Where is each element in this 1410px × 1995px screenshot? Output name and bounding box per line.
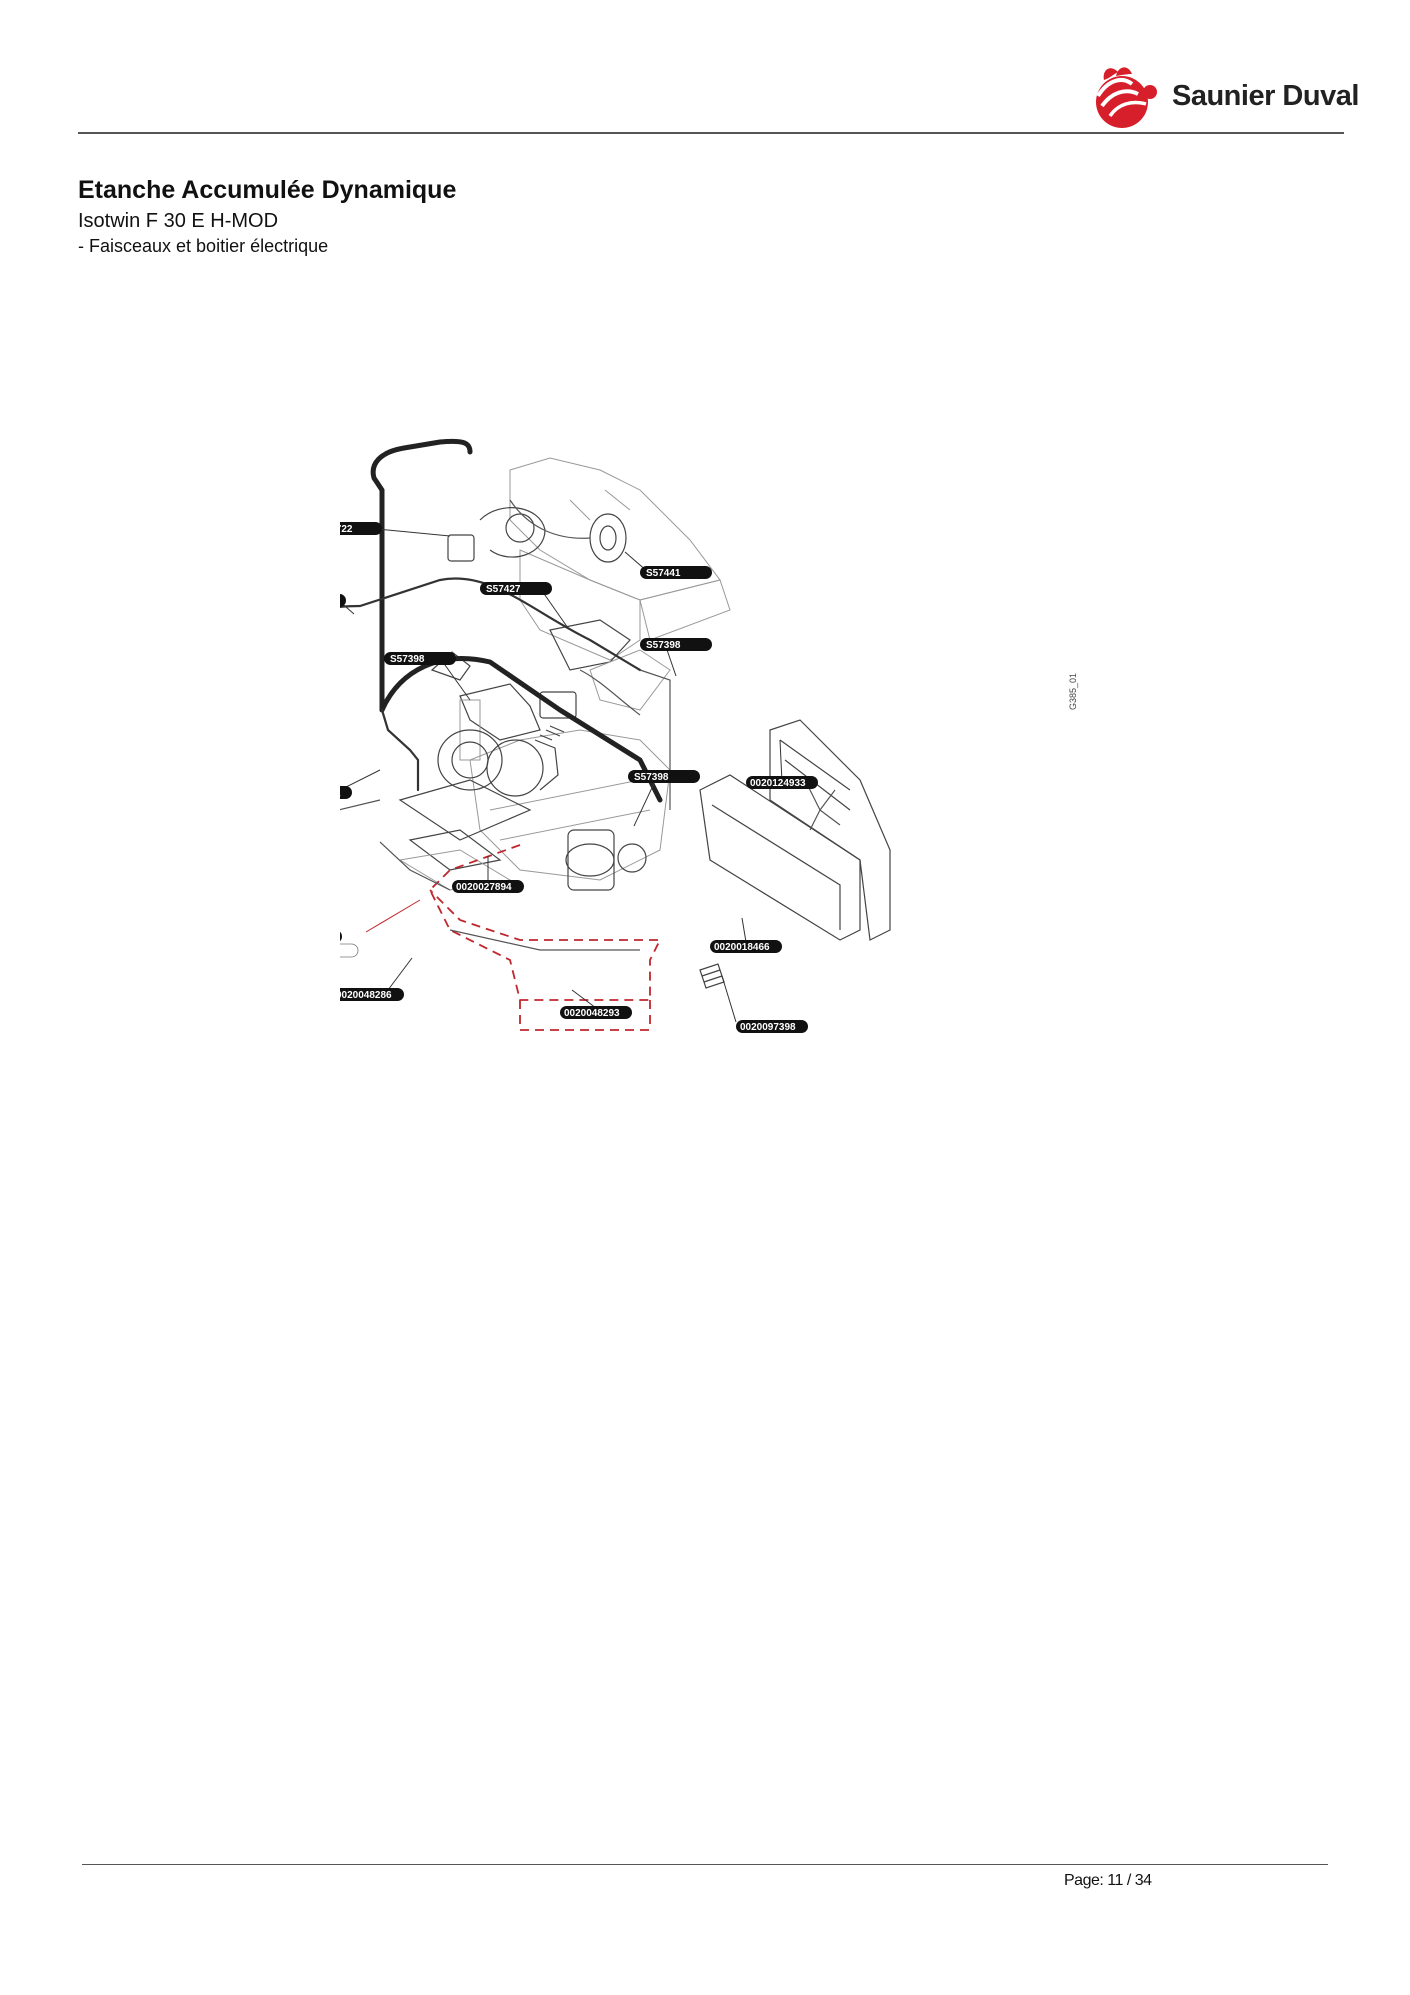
svg-text:S57398: S57398 (646, 640, 681, 651)
exploded-wiring-diagram: S10722 S57441 S57427 0020048294 S57398 S… (340, 438, 1078, 1033)
svg-text:0020048286: 0020048286 (340, 990, 392, 1001)
brand-logo: Saunier Duval (1088, 62, 1360, 132)
callout-0020048292: 0020048292 (340, 786, 352, 799)
reference-note: 56517 (340, 943, 359, 958)
callout-0020048293: 0020048293 (560, 1006, 632, 1019)
saunier-duval-logo-icon (1096, 67, 1157, 128)
harness-0020048294 (340, 577, 642, 672)
footer-divider (82, 1864, 1328, 1865)
main-wiring-harness-branch (379, 656, 663, 803)
brand-name: Saunier Duval (1172, 80, 1359, 112)
svg-text:0020027894: 0020027894 (456, 882, 512, 893)
drawing-code: G385_01 (1068, 673, 1078, 710)
header-divider (78, 132, 1344, 134)
callout-0020048288: 0020048288 (340, 931, 342, 942)
callout-s57398-1: S57398 (384, 652, 456, 665)
svg-text:0020018466: 0020018466 (714, 942, 770, 953)
svg-text:0020124933: 0020124933 (750, 778, 806, 789)
callout-0020048286: 0020048286 (340, 988, 404, 1001)
svg-text:S57398: S57398 (634, 772, 669, 783)
terminal-block (699, 963, 725, 989)
svg-text:0020097398: 0020097398 (740, 1022, 796, 1033)
hydraulic-block (459, 699, 671, 881)
harness-0020048292 (380, 708, 420, 792)
sensor-wire (579, 669, 671, 810)
circulation-pump (437, 725, 565, 797)
diverter-valve (565, 829, 647, 891)
callout-0020097398: 0020097398 (736, 1020, 808, 1033)
air-pressure-switch (509, 499, 627, 563)
svg-text:0020048293: 0020048293 (564, 1008, 620, 1019)
callout-0020018466: 0020018466 (710, 940, 782, 953)
electronic-board-box (699, 719, 891, 941)
callout-0020027894: 0020027894 (452, 880, 524, 893)
svg-text:S10722: S10722 (340, 524, 353, 535)
harness-0020048293 (449, 929, 640, 951)
svg-text:S57398: S57398 (390, 654, 425, 665)
burner-hood-outline (509, 457, 731, 661)
model-name: Isotwin F 30 E H-MOD (78, 210, 279, 232)
section-title: - Faisceaux et boitier électrique (78, 236, 329, 256)
svg-text:S57427: S57427 (486, 584, 521, 595)
harness-0020048286 (379, 841, 451, 891)
callout-0020048294: 0020048294 (340, 594, 346, 607)
callout-s57441: S57441 (640, 566, 712, 579)
page-number: Page: 11 / 34 (1064, 1872, 1152, 1889)
callout-s57398-2: S57398 (640, 638, 712, 651)
fan-assembly (447, 507, 546, 562)
control-panel-board (398, 779, 532, 891)
callout-s57427: S57427 (480, 582, 552, 595)
optional-kit-boundary-2 (519, 1000, 651, 1031)
callout-s10722: S10722 (340, 522, 382, 535)
document-title: Etanche Accumulée Dynamique (78, 176, 457, 204)
callout-0020124933: 0020124933 (746, 776, 818, 789)
optional-kit-boundary (428, 844, 662, 1001)
svg-text:S57441: S57441 (646, 568, 681, 579)
main-wiring-harness (370, 438, 473, 713)
svg-text:0020048292: 0020048292 (340, 788, 341, 799)
gas-valve-and-burner (430, 619, 671, 741)
callout-s57398-3: S57398 (628, 770, 700, 783)
